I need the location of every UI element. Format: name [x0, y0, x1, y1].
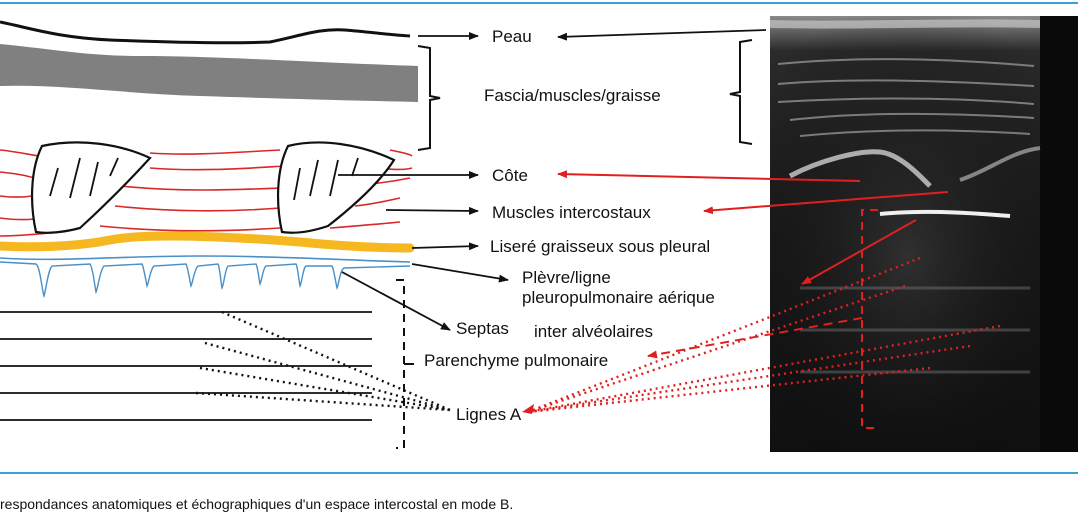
- label-inter-alveolaires: inter alvéolaires: [534, 322, 653, 341]
- label-plevre-line1: Plèvre/ligne: [522, 268, 611, 287]
- label-lisere: Liseré graisseux sous pleural: [490, 237, 710, 256]
- rib-left: [30, 141, 152, 234]
- label-peau: Peau: [492, 27, 532, 46]
- label-cote: Côte: [492, 166, 528, 185]
- arrow-plevre: [411, 263, 509, 283]
- fascia-band: [0, 44, 418, 102]
- red-arrowhead-lignes-a: [522, 404, 534, 414]
- red-dotted-connectors: [527, 256, 1001, 414]
- rib-right: [276, 141, 396, 234]
- arrow-muscles: [385, 206, 479, 215]
- red-arrow-plevre: [801, 219, 917, 285]
- red-arrow-cote: [557, 170, 861, 182]
- label-fascia: Fascia/muscles/graisse: [484, 86, 661, 105]
- a-lines-diagram: [0, 311, 372, 421]
- ultrasound-parenchyme-bracket: [861, 209, 878, 429]
- bottom-border-line: [0, 472, 1078, 474]
- label-muscles-intercostaux: Muscles intercostaux: [492, 203, 651, 222]
- pleural-line: [0, 255, 411, 263]
- arrow-septas: [341, 271, 451, 331]
- subpleural-fat-line: [0, 231, 415, 253]
- figure-caption: respondances anatomiques et échographiqu…: [0, 496, 514, 512]
- fascia-bracket-left: [417, 45, 441, 151]
- label-septas: Septas: [456, 319, 509, 338]
- arrow-lisere: [411, 242, 479, 251]
- top-border-line: [0, 2, 1078, 4]
- ultrasound-image: [770, 16, 1078, 452]
- arrow-peau-right: [557, 29, 767, 41]
- a-lines-dotted-connectors: [195, 310, 451, 412]
- label-parenchyme: Parenchyme pulmonaire: [424, 351, 608, 370]
- pleura-septa-outline: [0, 261, 411, 299]
- red-arrow-muscles: [703, 191, 949, 215]
- label-plevre-line2: pleuropulmonaire aérique: [522, 288, 715, 307]
- skin-line: [0, 20, 411, 45]
- fascia-bracket-right: [729, 39, 753, 145]
- label-lignes-a: Lignes A: [456, 405, 522, 424]
